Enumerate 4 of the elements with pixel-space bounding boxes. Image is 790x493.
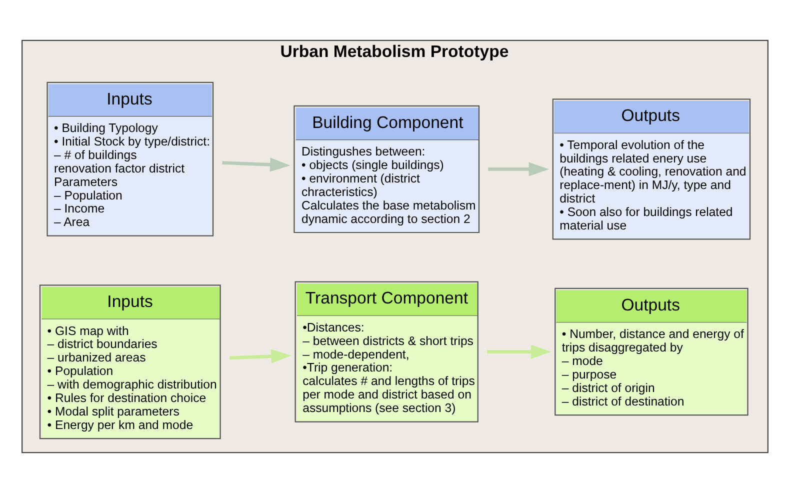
arrow: [222, 158, 290, 172]
arrow: [487, 344, 552, 359]
arrow: [229, 349, 292, 364]
arrow: [488, 162, 549, 176]
